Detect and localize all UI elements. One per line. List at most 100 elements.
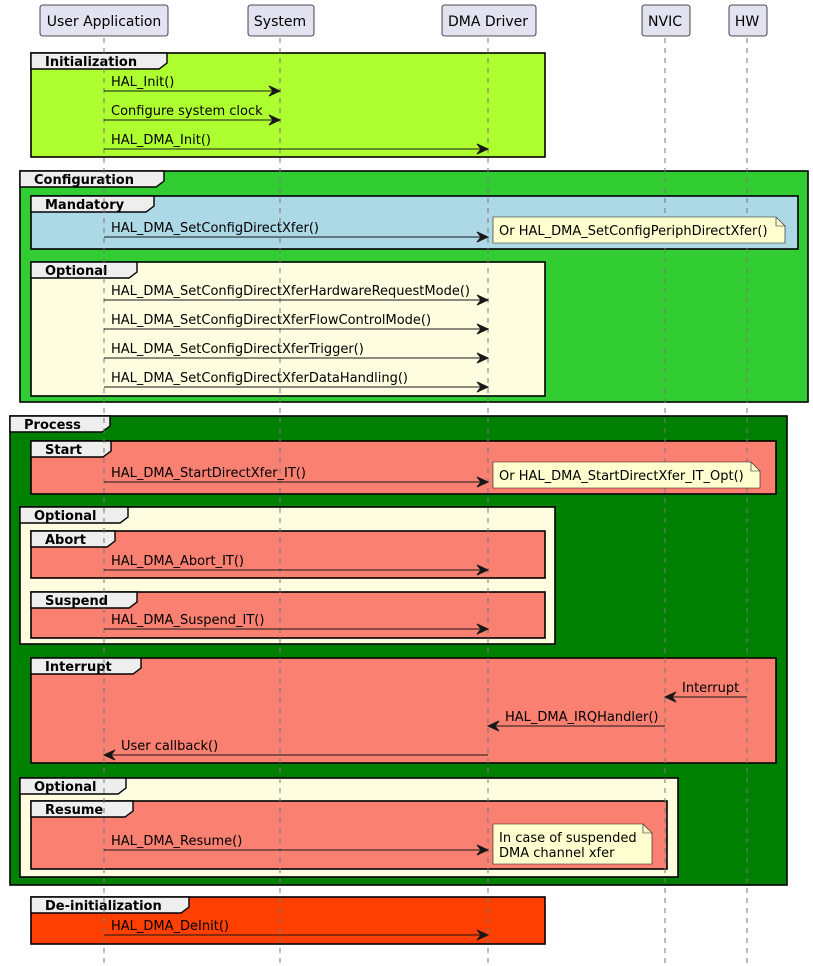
message-suspend-it-label: HAL_DMA_Suspend_IT() xyxy=(111,613,264,628)
frame-suspend-label: Suspend xyxy=(45,594,108,609)
frame-process-tab xyxy=(9,415,111,433)
note-suspended-channel-line: In case of suspended xyxy=(499,831,637,846)
message-set-flow-control-mode: HAL_DMA_SetConfigDirectXferFlowControlMo… xyxy=(104,313,490,335)
arrowhead-icon xyxy=(476,323,490,335)
frame-start-label: Start xyxy=(45,443,82,458)
frame-start-tab xyxy=(30,440,112,458)
participant-driver-label: DMA Driver xyxy=(448,14,528,30)
frame-abort-tab xyxy=(30,530,116,548)
message-hal-dma-init-label: HAL_DMA_Init() xyxy=(111,133,211,148)
participant-user-label: User Application xyxy=(47,14,162,30)
frame-resume-tab xyxy=(30,800,134,818)
frame-suspend-tab xyxy=(30,591,138,609)
note-periph-direct-xfer: Or HAL_DMA_SetConfigPeriphDirectXfer() xyxy=(492,216,786,244)
arrowhead-icon xyxy=(476,476,490,488)
frame-interrupt-body xyxy=(30,657,777,764)
frame-initialization-label: Initialization xyxy=(45,55,137,70)
participant-nvic-box xyxy=(641,4,691,37)
frame-configuration-tab xyxy=(19,170,165,188)
arrowhead-icon xyxy=(486,720,500,732)
frame-mandatory-label: Mandatory xyxy=(45,198,125,213)
message-deinit: HAL_DMA_DeInit() xyxy=(104,919,490,941)
arrowhead-icon xyxy=(476,844,490,856)
message-set-trigger-label: HAL_DMA_SetConfigDirectXferTrigger() xyxy=(111,342,364,357)
message-deinit-label: HAL_DMA_DeInit() xyxy=(111,919,229,934)
message-set-config-direct-xfer-label: HAL_DMA_SetConfigDirectXfer() xyxy=(111,221,319,236)
frame-config-optional-label: Optional xyxy=(45,264,107,279)
frame-mandatory-tab xyxy=(30,195,155,213)
frame-resume-optional-label: Optional xyxy=(34,780,96,795)
message-start-direct-xfer-it-label: HAL_DMA_StartDirectXfer_IT() xyxy=(111,466,306,481)
message-suspend-it: HAL_DMA_Suspend_IT() xyxy=(104,613,490,635)
participant-system-label: System xyxy=(254,14,306,30)
message-hal-init: HAL_Init() xyxy=(104,75,282,97)
message-irq-handler-label: HAL_DMA_IRQHandler() xyxy=(505,710,658,725)
participant-hw-box xyxy=(728,4,768,37)
frame-initialization-tab xyxy=(30,52,168,70)
frame-resume-label: Resume xyxy=(45,803,103,818)
frame-deinitialization: De-initialization xyxy=(30,896,546,945)
message-hal-dma-init: HAL_DMA_Init() xyxy=(104,133,490,155)
frame-initialization: Initialization xyxy=(30,52,546,158)
note-fold-icon xyxy=(775,217,785,227)
message-start-direct-xfer-it: HAL_DMA_StartDirectXfer_IT() xyxy=(104,466,490,488)
note-periph-direct-xfer-body xyxy=(492,216,786,244)
frame-deinitialization-label: De-initialization xyxy=(45,899,162,914)
frame-suspend: Suspend xyxy=(30,591,546,639)
frame-interrupt-label: Interrupt xyxy=(45,660,112,675)
arrowhead-icon xyxy=(476,294,490,306)
note-start-it-opt: Or HAL_DMA_StartDirectXfer_IT_Opt() xyxy=(492,461,761,489)
arrowhead-icon xyxy=(476,381,490,393)
participant-hw-label: HW xyxy=(735,14,760,30)
arrowhead-icon xyxy=(476,231,490,243)
message-set-hw-request-mode: HAL_DMA_SetConfigDirectXferHardwareReque… xyxy=(104,284,490,306)
frame-process-optional-tab xyxy=(19,506,129,524)
message-abort-it: HAL_DMA_Abort_IT() xyxy=(104,554,490,576)
message-interrupt: Interrupt xyxy=(663,681,747,703)
frame-process-optional-label: Optional xyxy=(34,509,96,524)
arrowhead-icon xyxy=(476,143,490,155)
arrowhead-icon xyxy=(476,564,490,576)
note-suspended-channel-line: DMA channel xfer xyxy=(499,846,615,861)
arrowhead-icon xyxy=(476,623,490,635)
arrowhead-icon xyxy=(663,691,677,703)
message-user-callback-label: User callback() xyxy=(121,739,218,754)
participant-nvic-label: NVIC xyxy=(648,14,682,30)
frame-initialization-body xyxy=(30,52,546,158)
message-user-callback: User callback() xyxy=(102,739,488,761)
message-configure-clock-label: Configure system clock xyxy=(111,104,263,119)
frame-process-label: Process xyxy=(24,418,81,433)
frame-interrupt-tab xyxy=(30,657,142,675)
frame-abort: Abort xyxy=(30,530,546,579)
note-periph-direct-xfer-line: Or HAL_DMA_SetConfigPeriphDirectXfer() xyxy=(499,224,768,239)
message-irq-handler: HAL_DMA_IRQHandler() xyxy=(486,710,665,732)
message-set-flow-control-mode-label: HAL_DMA_SetConfigDirectXferFlowControlMo… xyxy=(111,313,431,328)
participant-user-box xyxy=(39,4,169,37)
message-configure-clock: Configure system clock xyxy=(104,104,282,126)
note-fold-icon xyxy=(642,824,652,834)
message-set-trigger: HAL_DMA_SetConfigDirectXferTrigger() xyxy=(104,342,490,364)
note-start-it-opt-line: Or HAL_DMA_StartDirectXfer_IT_Opt() xyxy=(499,469,744,484)
participant-system-box xyxy=(247,4,315,37)
note-start-it-opt-body xyxy=(492,461,761,489)
message-abort-it-label: HAL_DMA_Abort_IT() xyxy=(111,554,244,569)
arrowhead-icon xyxy=(476,929,490,941)
message-interrupt-label: Interrupt xyxy=(682,681,739,696)
message-set-data-handling-label: HAL_DMA_SetConfigDirectXferDataHandling(… xyxy=(111,371,408,386)
arrowhead-icon xyxy=(102,749,116,761)
message-set-data-handling: HAL_DMA_SetConfigDirectXferDataHandling(… xyxy=(104,371,490,393)
arrowhead-icon xyxy=(268,114,282,126)
message-set-hw-request-mode-label: HAL_DMA_SetConfigDirectXferHardwareReque… xyxy=(111,284,470,299)
arrowhead-icon xyxy=(268,85,282,97)
message-set-config-direct-xfer: HAL_DMA_SetConfigDirectXfer() xyxy=(104,221,490,243)
message-resume-label: HAL_DMA_Resume() xyxy=(111,834,242,849)
frame-resume-optional-tab xyxy=(19,777,127,795)
frame-abort-label: Abort xyxy=(45,533,86,548)
arrowhead-icon xyxy=(476,352,490,364)
frame-config-optional-tab xyxy=(30,261,138,279)
message-resume: HAL_DMA_Resume() xyxy=(104,834,490,856)
message-hal-init-label: HAL_Init() xyxy=(111,75,174,90)
frame-deinitialization-tab xyxy=(30,896,190,914)
